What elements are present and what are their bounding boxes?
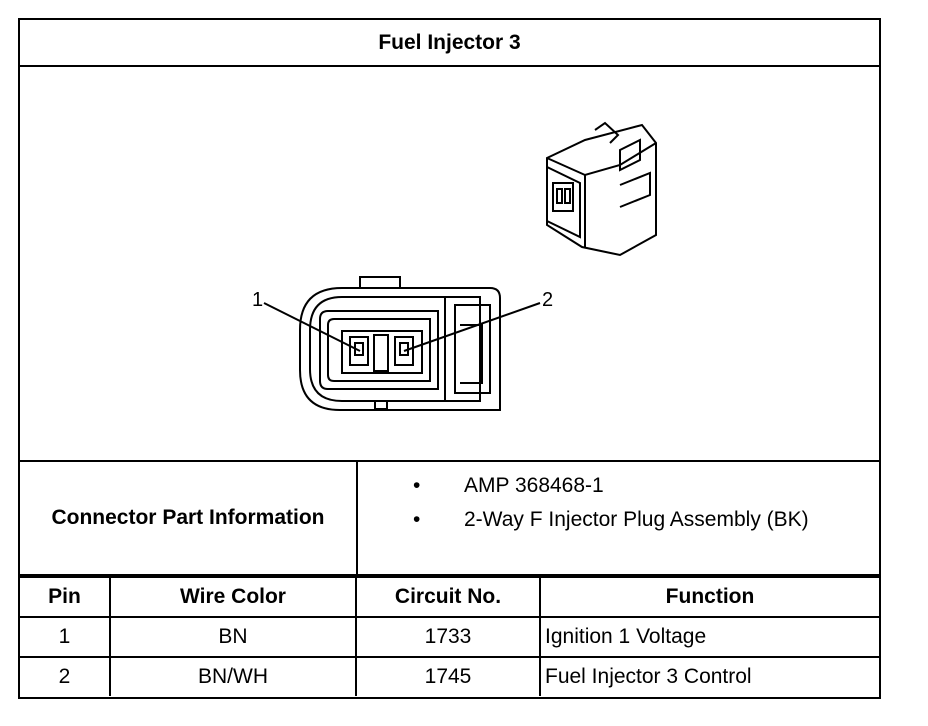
connector-info-list: • AMP 368468-1 • 2-Way F Injector Plug A…	[358, 462, 879, 574]
header-circuit-no: Circuit No.	[355, 576, 541, 618]
pin-2-leader	[403, 302, 541, 352]
header-wire-color: Wire Color	[109, 576, 357, 618]
pin-cell: 2	[20, 656, 111, 696]
pin-cell: 1	[20, 616, 111, 658]
page-title: Fuel Injector 3	[20, 20, 879, 67]
table-header-row: Pin Wire Color Circuit No. Function	[20, 576, 879, 618]
part-number: AMP 368468-1	[464, 474, 604, 497]
circuit-cell: 1733	[355, 616, 541, 658]
pin-2-callout: 2	[542, 289, 553, 311]
connector-isometric-view	[546, 121, 657, 257]
circuit-cell: 1745	[355, 656, 541, 696]
wire-color-cell: BN/WH	[109, 656, 357, 696]
list-item: • AMP 368468-1	[358, 474, 879, 504]
table-row: 2 BN/WH 1745 Fuel Injector 3 Control	[20, 656, 879, 696]
pin-table: Pin Wire Color Circuit No. Function 1 BN…	[20, 576, 879, 696]
connector-drawing: 1 2	[252, 121, 657, 411]
connector-figure: 1 2	[20, 65, 879, 460]
bullet-icon: •	[413, 508, 421, 531]
list-item: • 2-Way F Injector Plug Assembly (BK)	[358, 508, 879, 538]
connector-info-label: Connector Part Information	[20, 462, 358, 574]
wire-color-cell: BN	[109, 616, 357, 658]
pin-1-callout: 1	[252, 289, 263, 311]
header-function: Function	[539, 576, 879, 618]
part-description: 2-Way F Injector Plug Assembly (BK)	[464, 508, 809, 531]
pin-1-leader	[263, 302, 361, 352]
connector-info-row: Connector Part Information • AMP 368468-…	[20, 460, 879, 576]
connector-sheet: Fuel Injector 3	[18, 18, 881, 699]
header-pin: Pin	[20, 576, 111, 618]
bullet-icon: •	[413, 474, 421, 497]
connector-face-view	[299, 276, 501, 411]
table-row: 1 BN 1733 Ignition 1 Voltage	[20, 616, 879, 658]
function-cell: Fuel Injector 3 Control	[539, 656, 879, 696]
function-cell: Ignition 1 Voltage	[539, 616, 879, 658]
